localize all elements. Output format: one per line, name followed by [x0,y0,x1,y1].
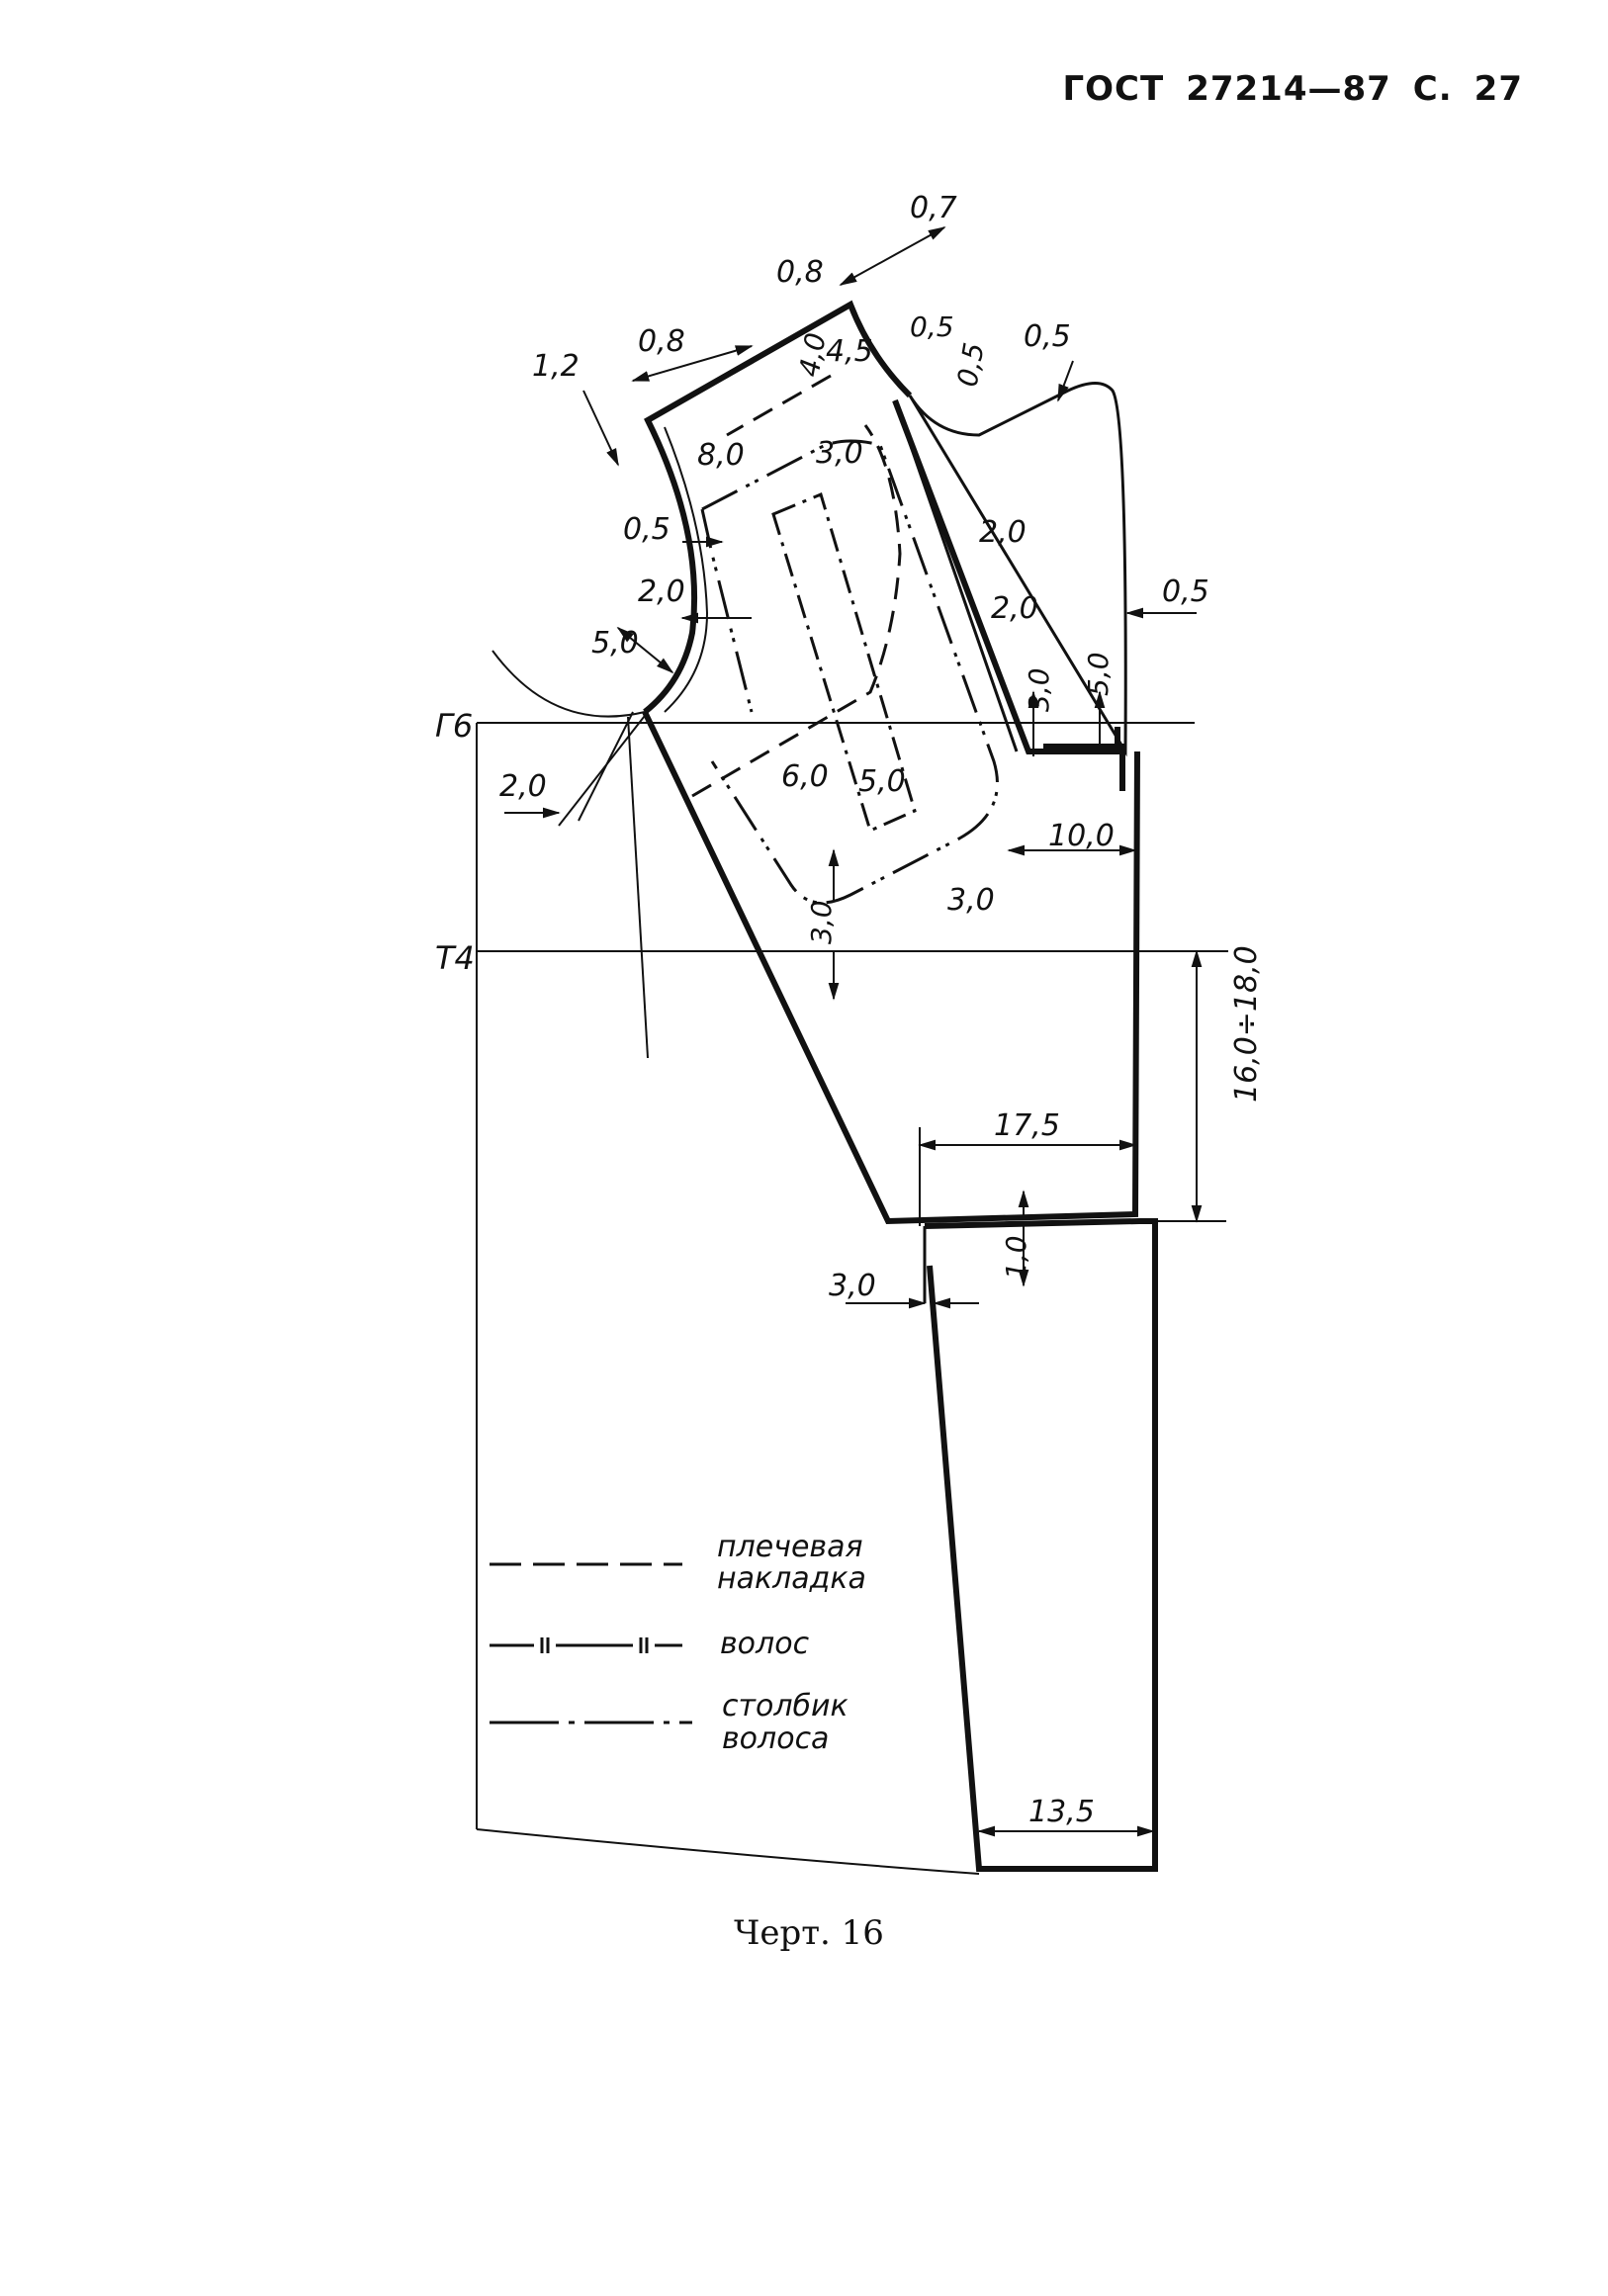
legend-swatch-hair-canvas [490,1637,682,1653]
dim-2-0-b: 2,0 [991,591,1038,626]
dim-2-0-d: 2,0 [499,769,547,804]
dim-2-0-a: 2,0 [979,515,1027,550]
lapel-edge [892,398,1120,754]
legend-label-2: волос [720,1627,810,1661]
legend-label-1b: накладка [717,1561,866,1596]
front-outline [642,300,1158,1872]
dim-3-0-b: 3,0 [947,883,995,918]
hair-column-outline [771,491,917,834]
dim-1-2: 1,2 [532,349,580,384]
dim-0-8-left: 0,8 [638,324,685,359]
page-prefix: С. [1412,69,1453,109]
dim-3-0-top: 3,0 [816,436,863,471]
dim-5-0-c: 5,0 [858,764,906,799]
page-number: 27 [1474,69,1523,109]
dim-3-0-c: 3,0 [805,900,838,944]
dim-0-5-e: 0,5 [623,512,670,547]
guide-a [558,711,649,827]
inner-lapel [893,399,1019,752]
shoulder-pad-top [726,374,832,437]
page-header: ГОСТ 27214—87 С. 27 [1062,69,1523,109]
dim-0-5-d: 0,5 [1162,574,1209,609]
dim-0-7: 0,7 [910,191,957,225]
hair-canvas-left [700,508,754,713]
dim-4-0: 4,0 [793,330,833,380]
dim-3-0-d: 3,0 [829,1269,876,1303]
lower-panel [924,1218,1158,1872]
vertical-guide [627,716,649,1059]
figure-caption: Черт. 16 [734,1913,884,1953]
dim-1-0: 1,0 [1000,1235,1032,1280]
dim-17-5: 17,5 [994,1108,1060,1143]
dim-0-5-a: 0,5 [910,310,954,343]
shoulder-pad-curve [691,424,902,798]
dim-0-5-c: 0,5 [1024,319,1071,354]
dim-2-0-c: 2,0 [638,574,685,609]
hem-curve [476,1828,980,1875]
standard-label: ГОСТ [1062,69,1165,109]
label-t4: Т4 [435,939,475,977]
legend-label-3b: волоса [722,1722,829,1756]
legend-label-1a: плечевая [717,1530,863,1564]
dim-10-0: 10,0 [1048,819,1115,853]
hair-canvas-outline [701,439,999,905]
dim-4-5: 4,5 [826,334,873,369]
guide-b [578,711,634,822]
dim-8-0: 8,0 [697,438,745,473]
dimension-labels: Г6 Т4 0,7 0,8 0,8 1,2 4,0 4,5 0,5 0,5 0,… [435,191,1264,1829]
collar-outline [908,382,1127,757]
dim-5-0-b: 5,0 [1082,652,1115,696]
armhole-curve [491,650,646,718]
dim-0-5-b: 0,5 [951,340,991,390]
shoulder-pad [691,374,902,798]
dim-0-8-top: 0,8 [776,255,824,290]
front-edge [642,710,1140,1225]
hair-canvas [700,439,999,905]
neck-shoulder-outline [643,300,913,715]
construction-lines [476,650,1228,1875]
label-g6: Г6 [435,707,473,745]
dim-13-5: 13,5 [1028,1795,1095,1829]
dim-6-0: 6,0 [781,759,829,794]
legend-label-3a: столбик [722,1689,849,1723]
dim-16-18: 16,0÷18,0 [1229,945,1264,1103]
dim-5-0-a: 5,0 [591,626,639,661]
hair-column [771,491,917,834]
dim-3-0-a: 3,0 [1023,667,1055,712]
dimension-lines [504,226,1226,1837]
armhole-inner [664,426,709,713]
standard-number: 27214—87 [1186,69,1391,109]
legend: плечевая накладка волос столбик волоса [490,1530,866,1756]
